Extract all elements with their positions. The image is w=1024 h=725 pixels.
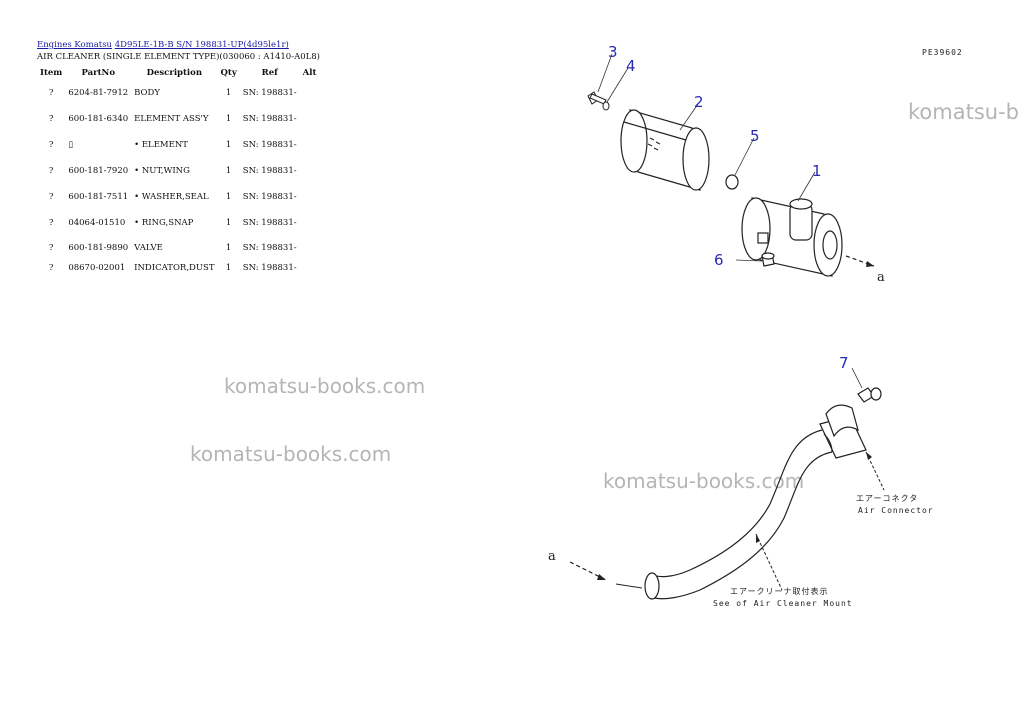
row-ref: SN: 198831- <box>242 263 297 273</box>
callout-2: 2 <box>694 93 704 111</box>
row-part-number: 600-181-7511 <box>68 192 129 202</box>
row-ref: SN: 198831- <box>242 243 297 253</box>
row-description: ELEMENT ASS'Y <box>134 114 209 124</box>
row-description: VALVE <box>134 243 163 253</box>
header-alt: Alt <box>302 68 317 78</box>
section-title: AIR CLEANER (SINGLE ELEMENT TYPE)(030060… <box>37 52 320 62</box>
row-alt <box>300 132 320 158</box>
mount-label-en: See of Air Cleaner Mount <box>713 599 853 608</box>
row-alt <box>300 210 320 236</box>
row-qty: 1 <box>225 263 232 273</box>
row-description: BODY <box>134 88 160 98</box>
callout-7: 7 <box>839 354 849 372</box>
table-row: ? 04064-01510 • RING,SNAP 1 SN: 198831- <box>37 210 319 236</box>
watermark: komatsu-books.com <box>190 442 392 466</box>
row-qty: 1 <box>225 88 232 98</box>
washer-seal-drawing <box>602 101 610 111</box>
breadcrumb: Engines Komatsu 4D95LE-1B-B S/N 198831-U… <box>37 40 289 50</box>
row-ref: SN: 198831- <box>242 88 297 98</box>
row-qty: 1 <box>225 140 232 150</box>
row-part-number: 6204-81-7912 <box>68 88 129 98</box>
row-part-number: 08670-02001 <box>68 263 126 273</box>
row-qty: 1 <box>225 114 232 124</box>
air-connector-label-en: Air Connector <box>858 506 934 515</box>
row-item: ? <box>48 166 54 176</box>
row-qty: 1 <box>225 166 232 176</box>
callout-6: 6 <box>714 251 724 269</box>
element-drawing <box>620 109 710 191</box>
header-qty: Qty <box>220 68 237 78</box>
row-ref: SN: 198831- <box>242 140 297 150</box>
parts-table: Item PartNo Description Qty Ref Alt ? 620… <box>37 66 319 276</box>
snap-ring-drawing <box>725 174 739 190</box>
table-header-row: Item PartNo Description Qty Ref Alt <box>37 66 319 80</box>
connector-letter-a-bottom: a <box>548 549 556 564</box>
row-item: ? <box>48 263 54 273</box>
row-part-number: ▯ <box>68 140 73 150</box>
row-item: ? <box>48 140 54 150</box>
table-row: ? 08670-02001 INDICATOR,DUST 1 SN: 198831- <box>37 260 319 276</box>
row-description: • WASHER,SEAL <box>134 192 209 202</box>
row-qty: 1 <box>225 218 232 228</box>
intake-hose-drawing <box>644 429 833 600</box>
dust-indicator-drawing <box>857 387 882 403</box>
breadcrumb-link-engines[interactable]: Engines Komatsu <box>37 40 113 50</box>
callout-4: 4 <box>626 57 636 75</box>
callout-3: 3 <box>608 43 618 61</box>
breadcrumb-link-model[interactable]: 4D95LE-1B-B S/N 198831-UP(4d95le1r) <box>114 40 289 50</box>
row-alt <box>300 106 320 132</box>
connector-letter-a-top: a <box>877 270 885 285</box>
row-ref: SN: 198831- <box>242 166 297 176</box>
row-description: • ELEMENT <box>134 140 188 150</box>
row-description: • NUT,WING <box>134 166 190 176</box>
row-item: ? <box>48 114 54 124</box>
row-part-number: 04064-01510 <box>68 218 126 228</box>
row-ref: SN: 198831- <box>242 192 297 202</box>
watermark: komatsu-b <box>908 100 1019 124</box>
row-qty: 1 <box>225 192 232 202</box>
row-alt <box>300 184 320 210</box>
valve-drawing <box>761 252 775 267</box>
row-ref: SN: 198831- <box>242 218 297 228</box>
row-item: ? <box>48 88 54 98</box>
row-alt <box>300 260 320 276</box>
table-row: ? 600-181-7920 • NUT,WING 1 SN: 198831- <box>37 158 319 184</box>
air-connector-drawing <box>819 404 867 459</box>
air-connector-label-jp: エアーコネクタ <box>856 494 918 503</box>
row-alt <box>300 236 320 260</box>
table-row: ? ▯ • ELEMENT 1 SN: 198831- <box>37 132 319 158</box>
callout-5: 5 <box>750 127 760 145</box>
row-item: ? <box>48 218 54 228</box>
header-ref: Ref <box>261 68 278 78</box>
header-partno: PartNo <box>81 68 115 78</box>
row-alt <box>300 158 320 184</box>
table-row: ? 6204-81-7912 BODY 1 SN: 198831- <box>37 80 319 106</box>
header-item: Item <box>40 68 63 78</box>
callout-1: 1 <box>812 162 822 180</box>
diagram-code: PE39602 <box>922 48 963 57</box>
table-row: ? 600-181-6340 ELEMENT ASS'Y 1 SN: 198831- <box>37 106 319 132</box>
row-description: INDICATOR,DUST <box>134 263 215 273</box>
mount-label-jp: エアークリーナ取付表示 <box>730 586 829 596</box>
row-item: ? <box>48 243 54 253</box>
row-item: ? <box>48 192 54 202</box>
row-part-number: 600-181-7920 <box>68 166 129 176</box>
row-part-number: 600-181-9890 <box>68 243 129 253</box>
table-row: ? 600-181-7511 • WASHER,SEAL 1 SN: 198831- <box>37 184 319 210</box>
header-description: Description <box>146 68 203 78</box>
row-ref: SN: 198831- <box>242 114 297 124</box>
wing-nut-drawing <box>587 91 607 105</box>
row-qty: 1 <box>225 243 232 253</box>
table-row: ? 600-181-9890 VALVE 1 SN: 198831- <box>37 236 319 260</box>
row-description: • RING,SNAP <box>134 218 194 228</box>
watermark: komatsu-books.com <box>603 469 805 493</box>
watermark: komatsu-books.com <box>224 374 426 398</box>
row-alt <box>300 80 320 106</box>
parts-diagram: PE39602 3 4 2 5 1 6 <box>548 43 963 608</box>
body-drawing <box>741 197 843 277</box>
row-part-number: 600-181-6340 <box>68 114 129 124</box>
